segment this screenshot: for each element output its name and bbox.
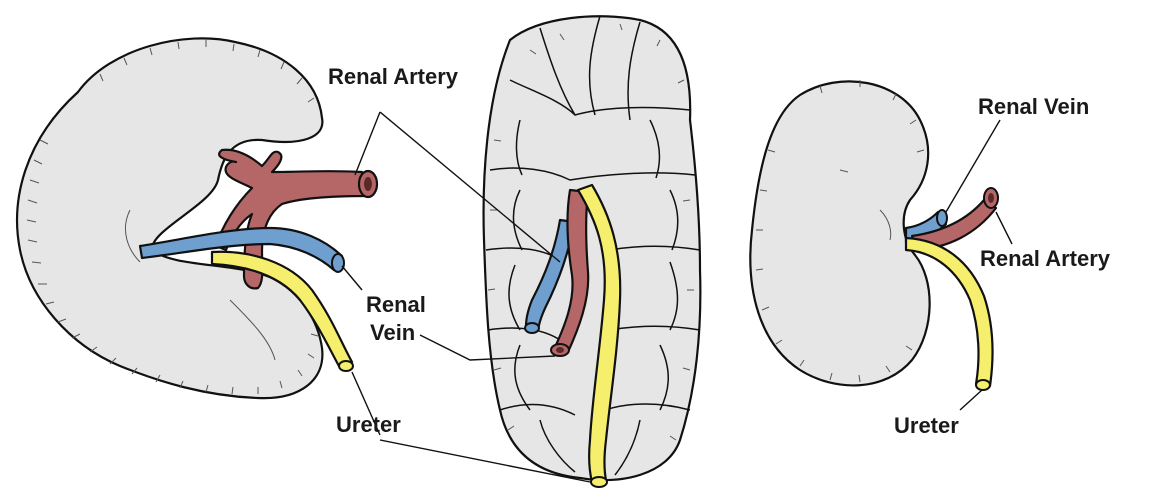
left-kidney (17, 38, 377, 398)
leader-ureter-right (960, 390, 982, 410)
labels: Renal Artery Renal Vein Ureter Renal Vei… (328, 64, 1111, 438)
leader-renal-vein-left (342, 266, 362, 290)
center-renal-vein-opening (525, 323, 539, 333)
right-ureter-opening (976, 380, 990, 390)
center-kidney (484, 16, 701, 487)
label-renal-artery-right: Renal Artery (980, 246, 1111, 271)
right-kidney (750, 80, 998, 390)
right-kidney-body (750, 81, 929, 385)
left-kidney-body (17, 38, 322, 398)
label-ureter-right: Ureter (894, 413, 959, 438)
right-renal-vein-opening (937, 210, 947, 226)
label-renal-vein-right: Renal Vein (978, 94, 1089, 119)
label-ureter-center: Ureter (336, 412, 401, 437)
label-renal-vein-line1: Renal (366, 292, 426, 317)
label-renal-vein-line2: Vein (370, 320, 415, 345)
center-renal-artery-lumen (556, 347, 564, 353)
leader-renal-artery-right (996, 212, 1012, 244)
left-renal-vein-opening (332, 254, 344, 272)
right-renal-artery-lumen (988, 193, 994, 203)
left-ureter-opening (339, 361, 353, 371)
leader-renal-artery-left (355, 112, 380, 175)
center-ureter-opening (591, 477, 607, 487)
label-renal-artery-left: Renal Artery (328, 64, 459, 89)
left-renal-artery-lumen (364, 177, 372, 191)
